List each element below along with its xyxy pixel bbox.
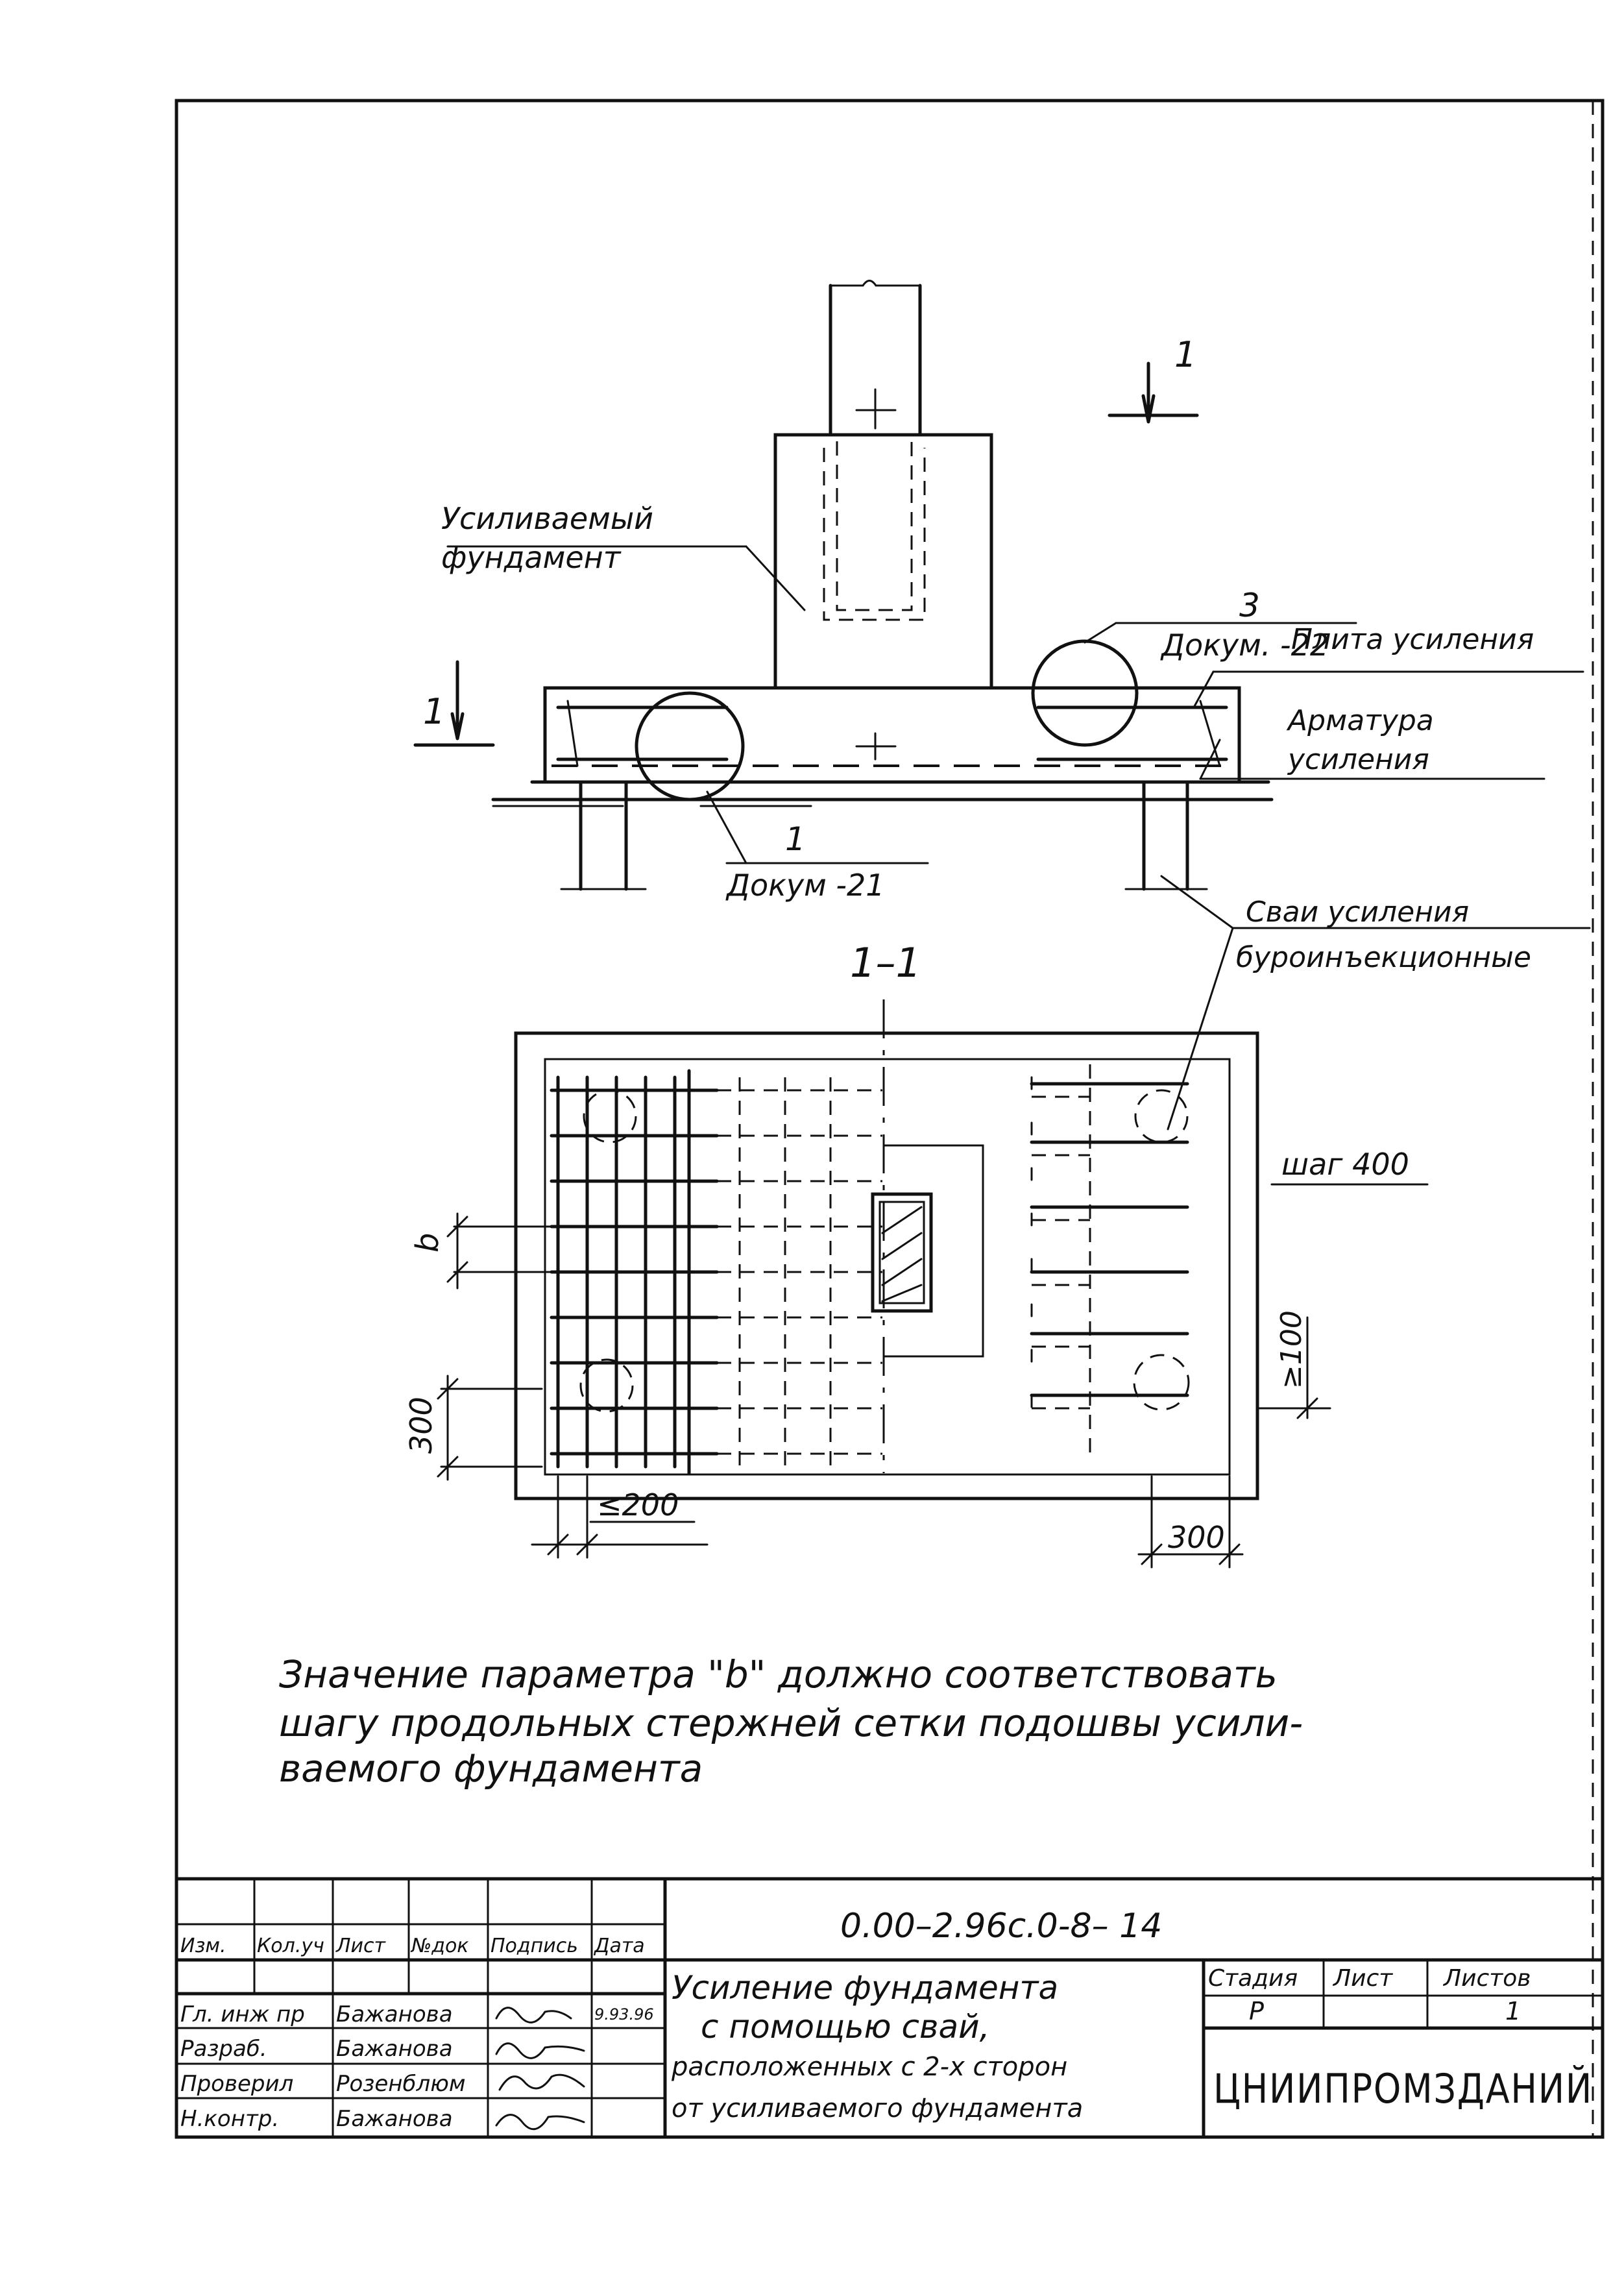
- leader-lines: [446, 545, 1591, 1131]
- row-role-0: Гл. инж пр: [180, 2001, 305, 2027]
- sheets-header: Листов: [1442, 1965, 1531, 1992]
- stage-value: Р: [1249, 1997, 1264, 2025]
- callout-circle-3: [1031, 639, 1139, 747]
- note-line-3: ваемого фундамента: [279, 1746, 703, 1791]
- label-foundation-line1: Усиливаемый: [441, 501, 653, 536]
- callout-1-doc: Докум -21: [725, 868, 885, 903]
- title-line-3: расположенных с 2-х сторон: [671, 2052, 1067, 2082]
- pile-left: [560, 780, 647, 891]
- pile-right: [1124, 780, 1208, 891]
- signature-1: [495, 2042, 585, 2059]
- dim-b: b: [409, 1233, 446, 1253]
- label-piles-line1: Сваи усиления: [1246, 896, 1469, 929]
- rebar-mesh-left-dashed: [717, 1077, 882, 1467]
- row-name-3: Бажанова: [336, 2106, 453, 2132]
- row-name-2: Розенблюм: [336, 2071, 466, 2097]
- signature-0: [495, 2007, 572, 2024]
- dim-le-200: ≤200: [597, 1487, 679, 1523]
- plan-pile-top-left: [583, 1089, 637, 1144]
- col-header-kol: Кол.уч: [257, 1935, 324, 1957]
- dim-300-left: 300: [404, 1397, 439, 1454]
- signature-2: [498, 2073, 585, 2091]
- rebar-mesh-left: [550, 1069, 719, 1475]
- row-name-0: Бажанова: [336, 2001, 453, 2027]
- callout-1-number: 1: [785, 820, 806, 858]
- ground-line: [491, 798, 1274, 807]
- label-slab: Плита усиления: [1291, 623, 1534, 656]
- foundation-slab: [530, 686, 1270, 784]
- col-header-podpis: Подпись: [491, 1935, 578, 1957]
- plan-labels: 1–1 шаг 400 b 300 ≤200 300 ≥100: [404, 939, 1429, 1555]
- elevation-view: [413, 280, 1591, 1131]
- row-role-3: Н.контр.: [180, 2106, 279, 2132]
- callout-circle-1: [635, 691, 745, 801]
- dim-300-bottom: 300: [1168, 1520, 1225, 1555]
- title-block-text: 0.00–2.96с.0-8– 14 Изм. Кол.уч Лист №док…: [180, 1907, 1593, 2132]
- row-date-0: 9.93.96: [594, 2005, 654, 2024]
- note-line-2: шагу продольных стержней сетки подошвы у…: [279, 1701, 1303, 1745]
- sheets-value: 1: [1505, 1997, 1521, 2025]
- col-header-data: Дата: [593, 1935, 645, 1957]
- document-code: 0.00–2.96с.0-8– 14: [840, 1907, 1162, 1946]
- rebar-right: [1030, 1064, 1189, 1460]
- col-header-list: Лист: [335, 1935, 387, 1957]
- label-piles-line2: буроинъекционные: [1236, 941, 1531, 974]
- plan-inner-outline: [544, 1058, 1231, 1476]
- label-rebar-line1: Арматура: [1286, 704, 1434, 737]
- signature-3: [495, 2114, 585, 2131]
- title-block: [175, 1877, 1605, 2139]
- section-mark-left-number: 1: [423, 691, 445, 732]
- plan-view: [437, 999, 1331, 1569]
- pedestal: [773, 433, 993, 761]
- plan-outer-outline: [514, 1031, 1259, 1500]
- drawing-note: Значение параметра "b" должно соответств…: [279, 1652, 1303, 1791]
- row-role-2: Проверил: [180, 2071, 293, 2097]
- section-arrow-top: [1108, 361, 1199, 424]
- label-rebar-line2: усиления: [1287, 743, 1429, 776]
- row-name-1: Бажанова: [336, 2036, 453, 2062]
- col-header-izm: Изм.: [180, 1935, 226, 1957]
- organization-name: ЦНИИПРОМЗДАНИЙ: [1213, 2065, 1593, 2112]
- label-foundation-line2: фундамент: [441, 540, 622, 575]
- label-step: шаг 400: [1281, 1147, 1409, 1182]
- section-arrow-left: [413, 660, 495, 747]
- plan-pile-bottom-right: [1133, 1354, 1190, 1411]
- dimension-lines: [437, 1212, 1331, 1569]
- callout-3-doc: Докум. -22: [1160, 628, 1329, 663]
- sheet-header: Лист: [1332, 1965, 1393, 1992]
- stage-header: Стадия: [1208, 1965, 1298, 1992]
- section-title: 1–1: [850, 939, 921, 986]
- row-role-1: Разраб.: [180, 2036, 267, 2062]
- section-mark-top-number: 1: [1174, 334, 1196, 375]
- column: [829, 280, 922, 437]
- col-header-ndok: №док: [410, 1935, 468, 1957]
- title-line-4: от усиливаемого фундамента: [672, 2094, 1083, 2123]
- elevation-labels: Усиливаемый фундамент 3 Докум. -22 Плита…: [423, 334, 1534, 974]
- dim-ge-100: ≥100: [1275, 1310, 1308, 1389]
- plan-pile-bottom-left: [579, 1358, 634, 1413]
- callout-3-number: 3: [1239, 587, 1260, 624]
- plan-pile-top-right: [1134, 1089, 1189, 1144]
- title-line-1: Усиление фундамента: [672, 1969, 1058, 2007]
- sheet-frame: [175, 99, 1605, 2139]
- plan-pedestal: [871, 1144, 984, 1358]
- note-line-1: Значение параметра "b" должно соответств…: [279, 1652, 1278, 1696]
- title-line-2: с помощью свай,: [701, 2008, 990, 2046]
